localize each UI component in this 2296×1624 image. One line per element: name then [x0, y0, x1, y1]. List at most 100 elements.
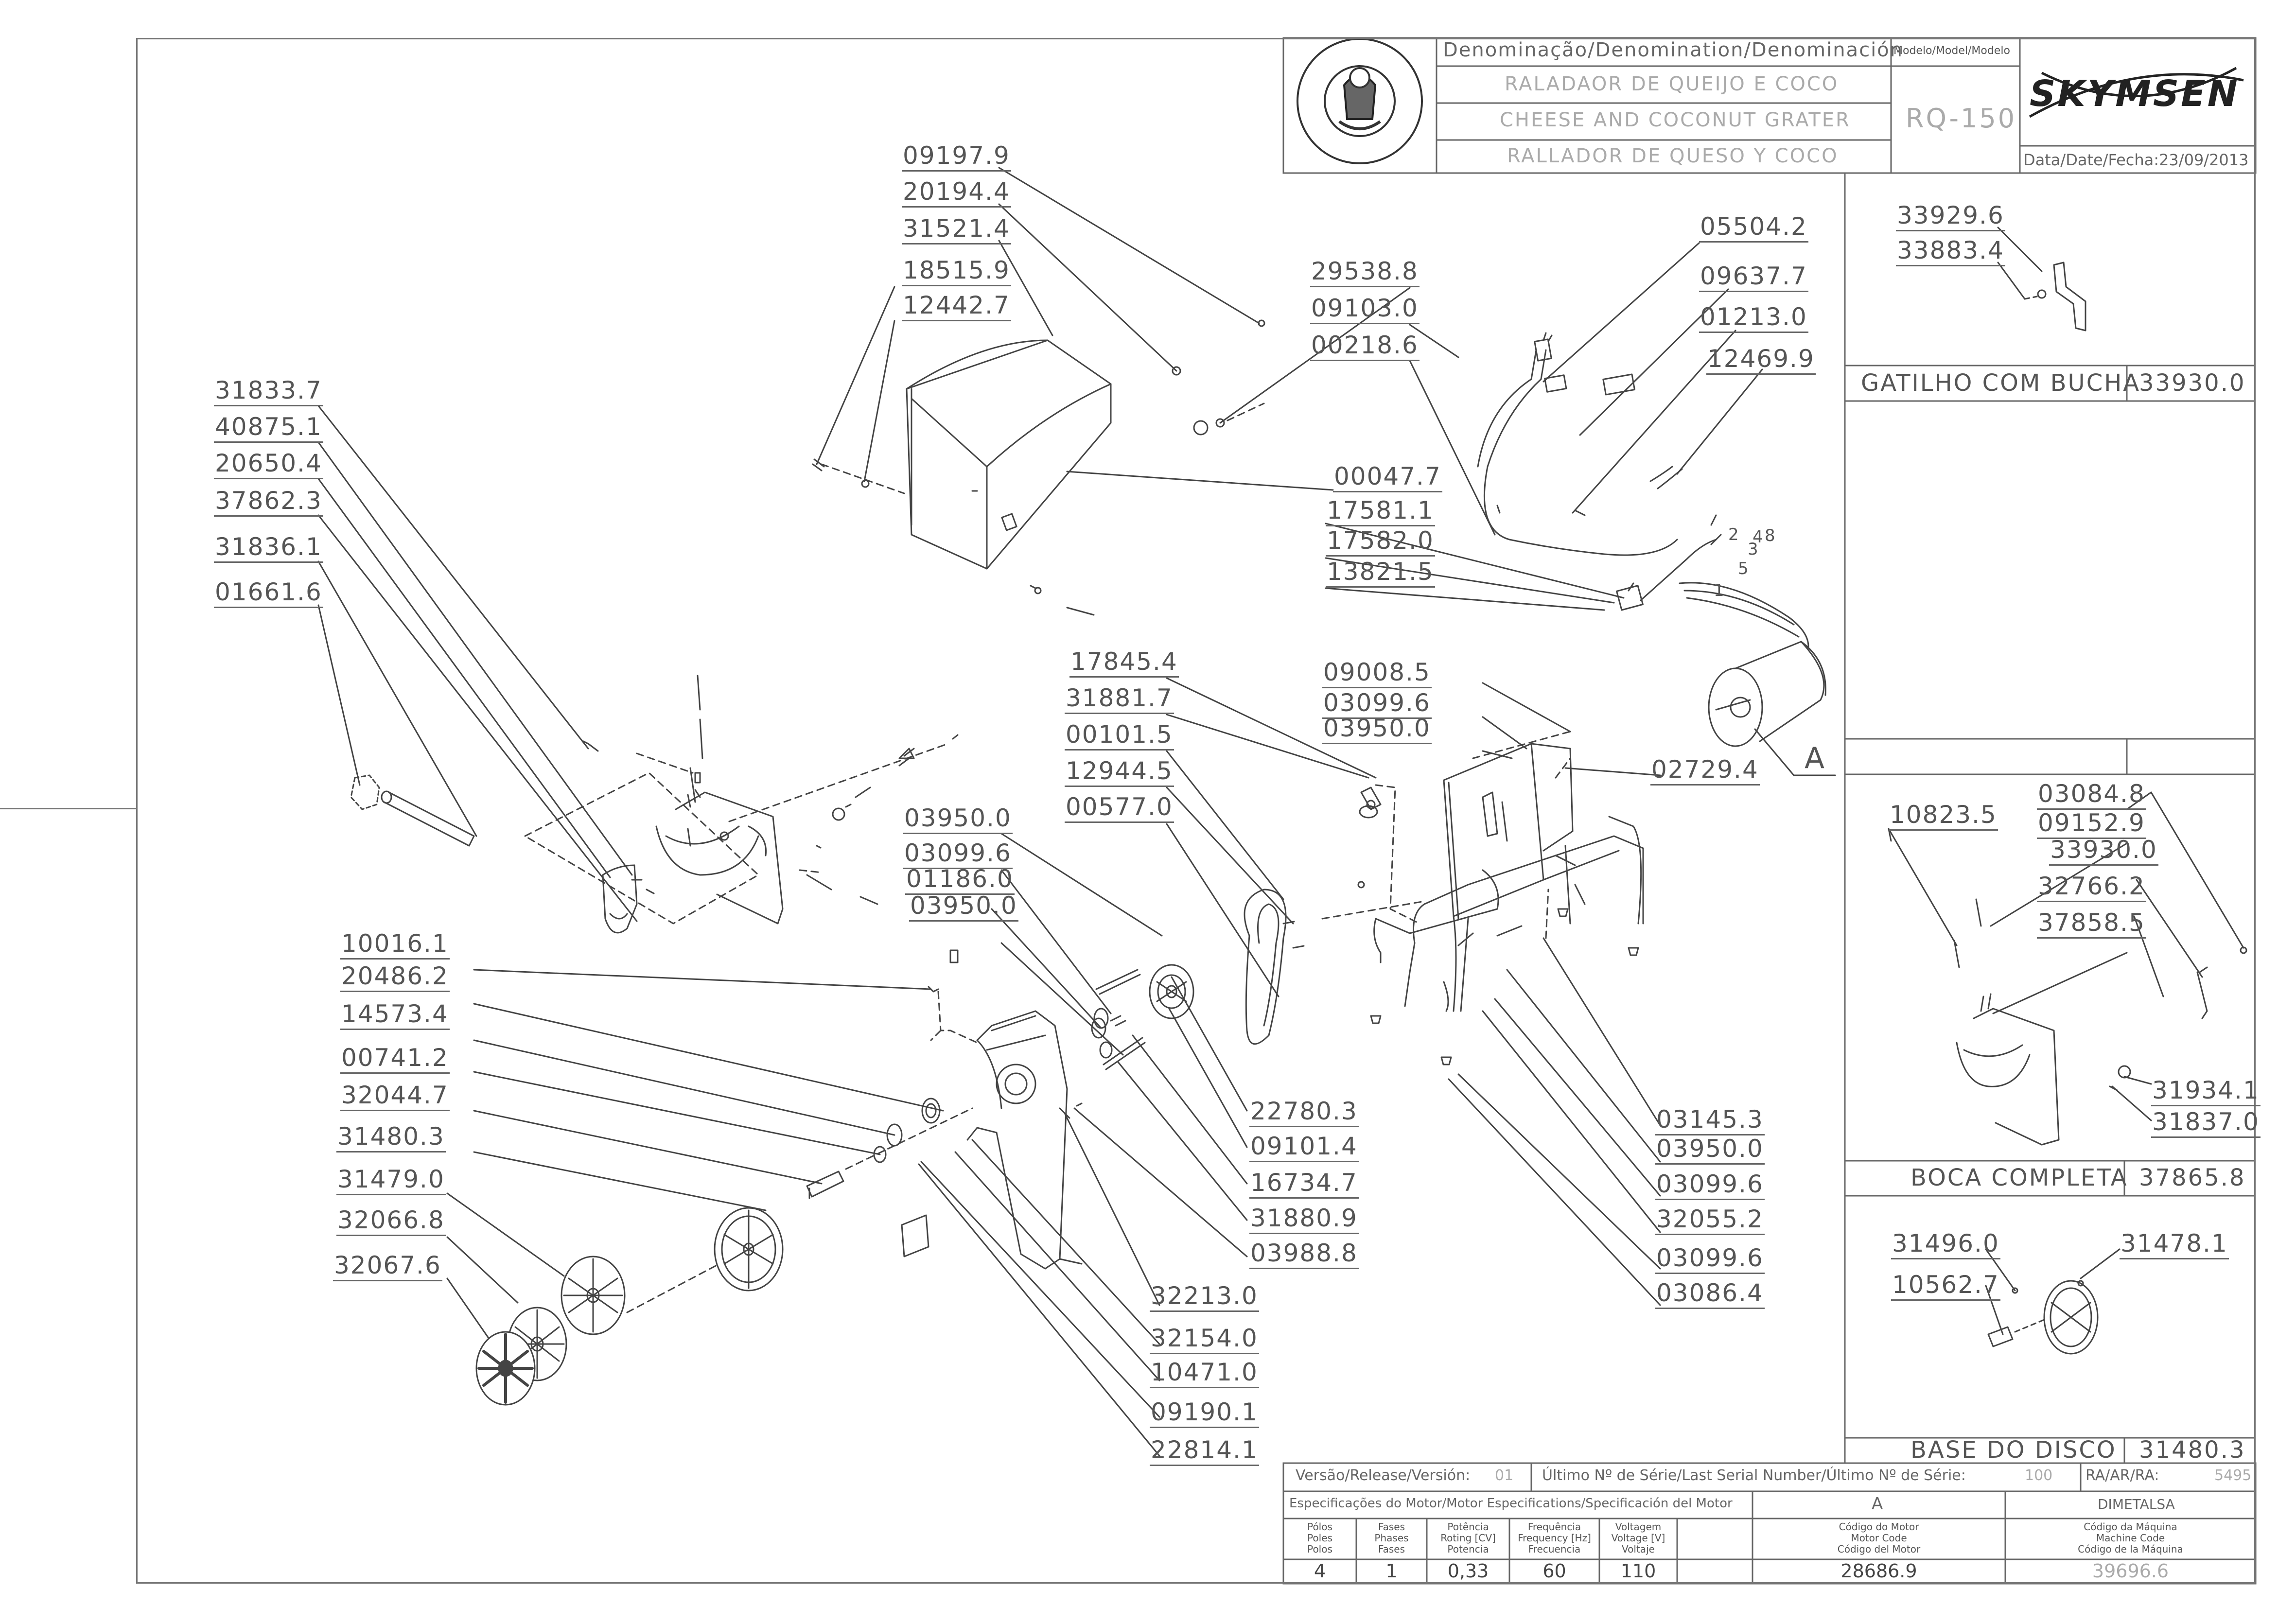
drawing-frame — [136, 38, 2256, 1584]
part-label: 03099.6 — [903, 839, 1013, 869]
part-label: 16734.7 — [1249, 1169, 1359, 1199]
disc-base-detail — [1987, 1280, 2099, 1355]
brand-logo: SKYMSEN — [2030, 73, 2240, 115]
part-label: 03950.0 — [903, 804, 1013, 834]
pulley — [1149, 964, 1194, 1019]
version-label: Versão/Release/Versión: — [1296, 1467, 1471, 1484]
part-label: 40875.1 — [214, 413, 323, 443]
part-label: 31934.1 — [2151, 1077, 2261, 1106]
part-label: 02729.4 — [1650, 756, 1760, 786]
model-code: RQ-150 — [1906, 103, 2017, 134]
part-label: 03950.0 — [909, 892, 1018, 922]
part-label: 05504.2 — [1699, 213, 1808, 243]
grater-disc-1 — [561, 1256, 626, 1335]
part-label: 32067.6 — [333, 1252, 442, 1281]
mouth-panel-code: 37865.8 — [2139, 1164, 2246, 1191]
part-label: 03099.6 — [1655, 1170, 1765, 1200]
part-label: 03988.8 — [1249, 1240, 1359, 1269]
part-label: 33929.6 — [1896, 202, 2005, 231]
part-label: 31496.0 — [1891, 1230, 2000, 1259]
spec-value-voltage: 110 — [1620, 1560, 1656, 1582]
part-label: 14573.4 — [340, 1000, 450, 1030]
authorized-service-seal — [1297, 38, 1423, 164]
part-label: 31480.3 — [336, 1123, 446, 1153]
part-label: 00218.6 — [1310, 332, 1420, 361]
part-label: 32766.2 — [2037, 873, 2146, 902]
part-label: 32044.7 — [340, 1082, 450, 1111]
wire-mark: 2 — [1728, 525, 1739, 544]
hopper-mouth — [655, 675, 784, 925]
part-label: 31833.7 — [214, 377, 323, 406]
part-label: 10471.0 — [1150, 1359, 1259, 1388]
part-label: 00101.5 — [1065, 721, 1174, 751]
part-label: 31880.9 — [1249, 1205, 1359, 1234]
part-label: 10562.7 — [1891, 1271, 2000, 1301]
wire-mark: 5 — [1738, 559, 1749, 578]
product-name-pt: RALADAOR DE QUEIJO E COCO — [1505, 73, 1839, 95]
wire-mark: 1 — [1714, 581, 1724, 600]
version-value: 01 — [1495, 1467, 1514, 1484]
motor-brand: DIMETALSA — [2098, 1496, 2175, 1512]
part-label: 31881.7 — [1065, 684, 1174, 714]
part-label: 33930.0 — [2049, 836, 2158, 866]
cutter-housing — [966, 1010, 1083, 1270]
part-label: 01186.0 — [905, 865, 1015, 895]
part-label: 03086.4 — [1655, 1279, 1765, 1309]
wire-mark: 4 — [1753, 527, 1763, 547]
last-serial-label: Último Nº de Série/Last Serial Number/Úl… — [1542, 1467, 1966, 1484]
part-label: 32055.2 — [1655, 1205, 1765, 1235]
part-label: 31836.1 — [214, 533, 323, 563]
part-label: 17845.4 — [1069, 648, 1179, 678]
spec-value-phases: 1 — [1385, 1560, 1398, 1582]
part-label: 37862.3 — [214, 487, 323, 517]
part-label: 03084.8 — [2037, 780, 2146, 810]
part-label: 03099.6 — [1322, 689, 1432, 719]
part-label: 03099.6 — [1655, 1244, 1765, 1274]
part-label: 09101.4 — [1249, 1133, 1359, 1162]
part-label: 12442.7 — [902, 292, 1011, 321]
part-label: 22780.3 — [1249, 1098, 1359, 1127]
part-label: 37858.5 — [2037, 909, 2146, 939]
trigger-detail — [2024, 262, 2086, 332]
part-label: 17582.0 — [1326, 527, 1435, 557]
ra-label: RA/AR/RA: — [2086, 1467, 2159, 1484]
part-label: 31521.4 — [902, 215, 1011, 244]
part-label: 29538.8 — [1310, 258, 1420, 287]
wire-mark: 3 — [1748, 540, 1758, 559]
part-label: 09637.7 — [1699, 262, 1808, 292]
part-label: 09197.9 — [902, 142, 1011, 172]
part-label: 32154.0 — [1150, 1325, 1259, 1354]
disc-base-panel-code: 31480.3 — [2139, 1436, 2246, 1464]
part-label: 20194.4 — [902, 178, 1011, 208]
motor-body — [1708, 641, 1826, 747]
spec-value-motor-code: 28686.9 — [1840, 1560, 1917, 1582]
trigger-panel-code: 33930.0 — [2139, 369, 2246, 397]
brand-swoosh — [2029, 67, 2244, 118]
part-label: 33883.4 — [1896, 237, 2005, 266]
part-label: 12469.9 — [1706, 345, 1816, 375]
spec-value-power: 0,33 — [1447, 1560, 1489, 1582]
disc-base — [714, 1207, 784, 1292]
part-label: 10823.5 — [1889, 801, 1998, 831]
part-label: 31837.0 — [2151, 1108, 2261, 1138]
part-label: 00577.0 — [1065, 793, 1174, 823]
frame-edge-line — [0, 808, 136, 809]
product-name-en: CHEESE AND COCONUT GRATER — [1500, 109, 1851, 131]
last-serial-value: 100 — [2025, 1467, 2053, 1484]
part-label: 17581.1 — [1326, 497, 1435, 526]
part-label: 00741.2 — [340, 1044, 450, 1074]
spec-value-poles: 4 — [1314, 1560, 1326, 1582]
part-label: 32066.8 — [336, 1206, 446, 1236]
part-label: 20486.2 — [340, 962, 450, 992]
base-frame — [1373, 743, 1644, 1012]
part-label: 09008.5 — [1322, 659, 1432, 688]
product-name-es: RALLADOR DE QUESO Y COCO — [1507, 145, 1839, 167]
